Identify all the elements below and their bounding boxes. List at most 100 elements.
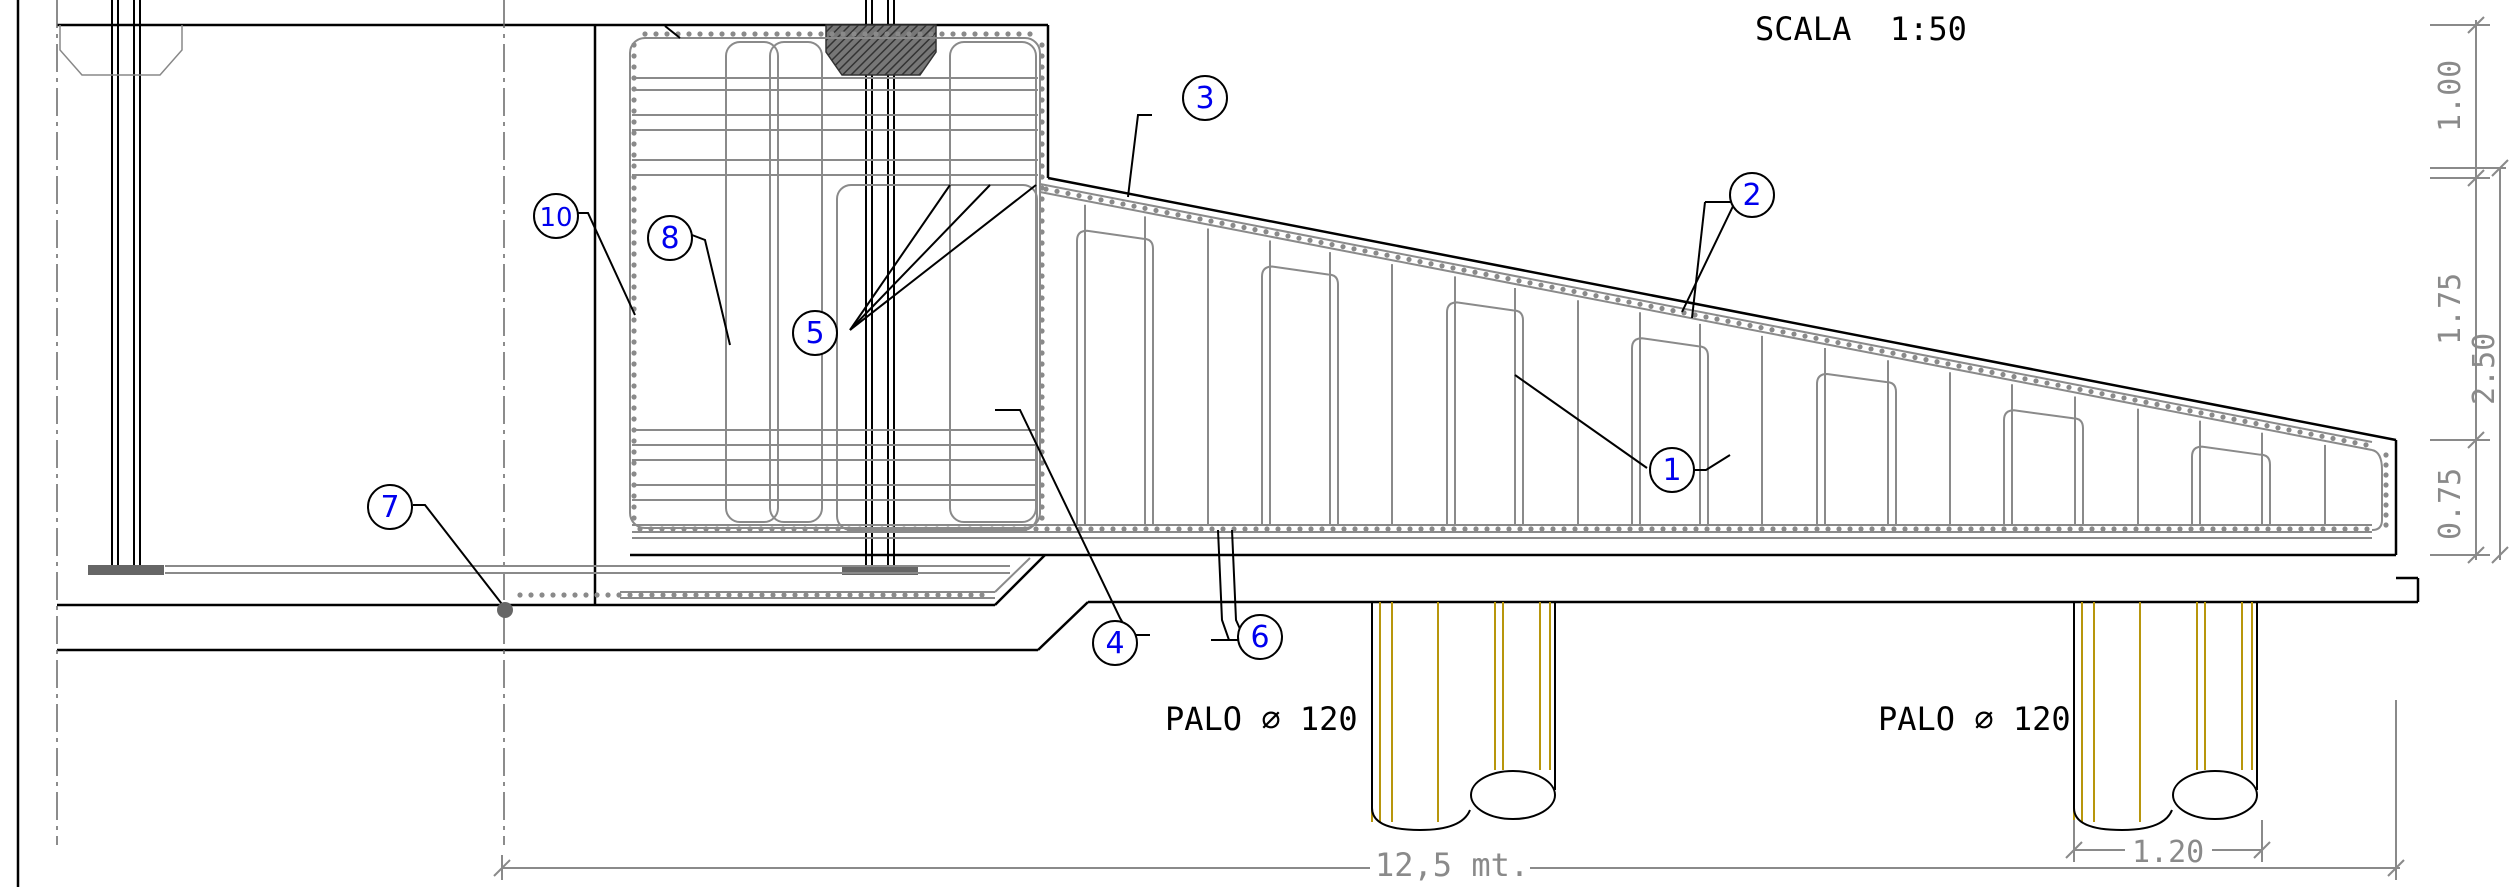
rebar-dot <box>2012 526 2018 532</box>
rebar-dot <box>715 592 721 598</box>
rebar-dot <box>1016 31 1022 37</box>
rebar-dot <box>1039 350 1045 356</box>
rebar-dot <box>2077 386 2083 393</box>
rebar-dot <box>825 592 831 598</box>
rebar-dot <box>2132 397 2138 403</box>
rebar-dot <box>1039 42 1045 48</box>
rebar-dot <box>1682 526 1688 532</box>
rebar-cage <box>165 37 2383 599</box>
rebar-dot <box>631 42 637 48</box>
marker-label: 7 <box>380 490 399 525</box>
rebar-dot <box>2383 512 2389 518</box>
rebar-dot <box>950 31 956 37</box>
rebar-dot <box>1039 328 1045 334</box>
marker-5: 5 <box>792 310 838 356</box>
rebar-dot <box>924 592 930 598</box>
rebar-dot <box>906 31 912 37</box>
rebar-dot <box>631 449 637 455</box>
base-plate-left <box>88 565 164 575</box>
marker-4: 4 <box>1092 620 1138 666</box>
rebar-dot <box>1483 271 1489 277</box>
rebar-dot <box>781 592 787 598</box>
rebar-dot <box>2023 526 2029 532</box>
stirrup-hoop <box>1631 337 1709 525</box>
marker-circle <box>1182 75 1228 121</box>
rebar-dot <box>2383 522 2389 528</box>
rebar-dot <box>978 526 984 532</box>
rebar-dot <box>2089 526 2095 532</box>
rebar-dot <box>1352 526 1358 532</box>
rebar-dot <box>1110 526 1116 532</box>
rebar-dot <box>763 31 769 37</box>
stirrup-hoop <box>1816 373 1897 525</box>
stirrup-hoop <box>1446 301 1524 525</box>
rebar-dot <box>1039 460 1045 466</box>
rebar-dot <box>726 592 732 598</box>
rebar-dot <box>1406 256 1412 263</box>
rebar-dot <box>1659 305 1665 312</box>
marker-circle <box>647 215 693 261</box>
rebar-dot <box>719 31 725 37</box>
rebar-dot <box>1407 526 1413 532</box>
marker-label: 1 <box>1662 453 1681 488</box>
rebar-dot <box>2099 391 2105 397</box>
rebar-dot <box>1039 361 1045 367</box>
rebar-dot <box>1418 526 1424 532</box>
rebar-dot <box>2088 388 2094 395</box>
rebar-dot <box>912 526 918 532</box>
rebar-dot <box>631 515 637 521</box>
rebar-dot <box>1824 337 1830 344</box>
vertical-dimensions <box>2430 16 2509 564</box>
rebar-dot <box>1615 297 1621 303</box>
rebar-dot <box>1902 526 1908 532</box>
rebar-dot <box>1252 227 1258 233</box>
rebar-dot <box>2066 384 2072 390</box>
rebar-dot <box>1945 361 1951 367</box>
rebar-dot <box>2232 526 2238 532</box>
rebar-dot <box>1219 220 1225 226</box>
rebar-dot <box>1572 526 1578 532</box>
rebar-dot <box>1208 218 1214 224</box>
rebar-dot <box>517 592 523 598</box>
rebar-dot <box>836 592 842 598</box>
rebar-dot <box>1550 526 1556 532</box>
marker-circle <box>1729 172 1775 218</box>
rebar-dot <box>1428 261 1434 267</box>
dim-pile-diameter: 1.20 <box>2132 835 2204 870</box>
rebar-dot <box>1912 354 1918 361</box>
rebar-dot <box>1737 526 1743 532</box>
rebar-dot <box>1054 188 1060 194</box>
rebar-dot <box>1582 290 1588 297</box>
rebar-dot <box>631 196 637 202</box>
rebar-dot <box>1039 207 1045 213</box>
rebar-dot <box>1039 64 1045 70</box>
rebar-dot <box>725 526 731 532</box>
rebar-dot <box>880 592 886 598</box>
rebar-dot <box>631 163 637 169</box>
pile-right-outline <box>2073 602 2258 832</box>
rebar-dot <box>2221 526 2227 532</box>
rebar-dot <box>631 207 637 213</box>
rebar-dot <box>1374 526 1380 532</box>
rebar-dot <box>539 592 545 598</box>
rebar-dot <box>1770 526 1776 532</box>
rebar-dot <box>631 372 637 378</box>
rebar-dot <box>1039 339 1045 345</box>
rebar-dot <box>2243 526 2249 532</box>
rebar-dot <box>1385 526 1391 532</box>
rebar-dot <box>1039 295 1045 301</box>
marker-label: 2 <box>1742 178 1761 213</box>
rebar-dot <box>1429 526 1435 532</box>
rebar-dot <box>1340 244 1346 250</box>
rebar-dot <box>1450 265 1456 271</box>
rebar-dot <box>1039 229 1045 235</box>
rebar-dot <box>528 592 534 598</box>
rebar-dot <box>2342 526 2348 532</box>
rebar-dot <box>901 526 907 532</box>
rebar-dot <box>1187 526 1193 532</box>
rebar-dot <box>862 31 868 37</box>
rebar-dot <box>1571 288 1577 295</box>
rebar-dot <box>1968 526 1974 532</box>
rebar-dot <box>2154 401 2160 407</box>
rebar-dot <box>1099 526 1105 532</box>
